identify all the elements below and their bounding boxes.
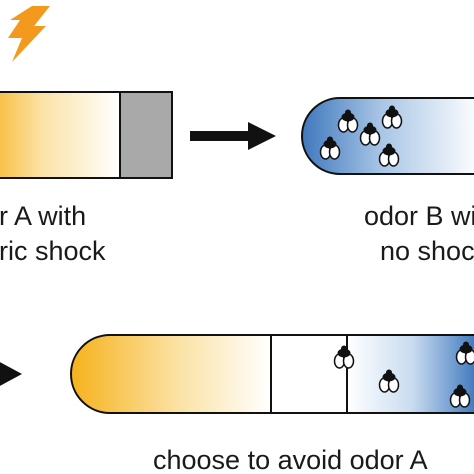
- training-tube-odor-b: [301, 97, 474, 175]
- label-odor-b-line1: odor B without: [364, 201, 474, 231]
- label-odor-a-line2: electric shock: [0, 236, 106, 266]
- arrow-right-icon: [0, 362, 22, 386]
- label-odor-b-line2: no shock: [380, 236, 474, 266]
- training-tube-odor-a: [0, 91, 173, 179]
- shock-electrode: [119, 91, 173, 179]
- test-tube: [70, 334, 474, 414]
- label-odor-a-line1: odor A with: [0, 201, 87, 231]
- label-test-choice: choose to avoid odor A: [153, 445, 428, 474]
- lightning-bolt-icon: [8, 6, 50, 62]
- arrow-right-icon: [190, 122, 276, 150]
